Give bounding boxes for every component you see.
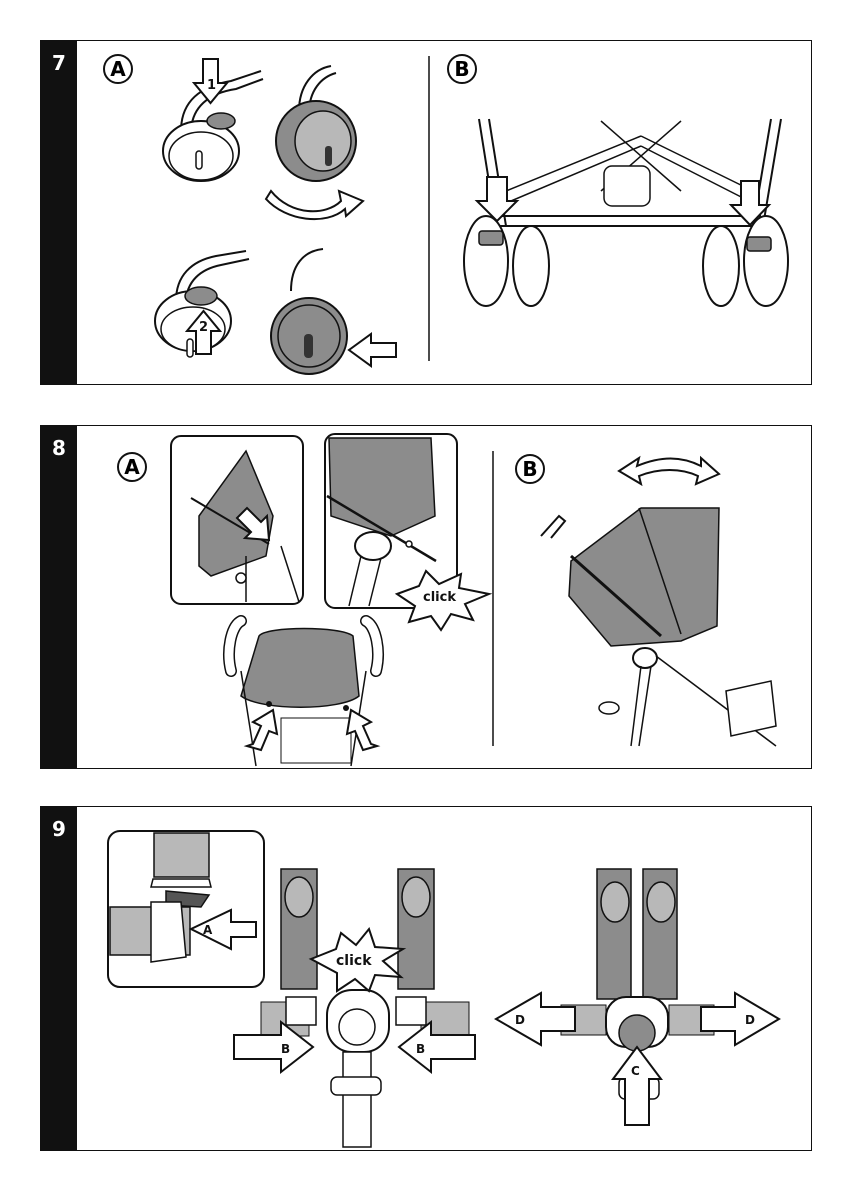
arrow-down-left-brake — [477, 177, 517, 221]
click-sound-burst-2: click — [311, 929, 403, 991]
step-8-illustration: click — [41, 426, 811, 768]
arrow-b-left-text: B — [281, 1042, 290, 1056]
arrow-b-right-text: B — [416, 1042, 425, 1056]
wheel-rotate-illustration — [266, 66, 363, 219]
arrow-c-text: C — [631, 1064, 640, 1078]
stroller-canopy-illustration — [541, 508, 776, 746]
step-8-panel: 8 A B click — [40, 425, 812, 769]
step-9-panel: 9 A — [40, 806, 812, 1151]
step-9-illustration: A click B B — [41, 807, 811, 1150]
double-arrow-adjust — [619, 458, 719, 484]
arrow-d-right: D — [701, 993, 779, 1045]
step-2-number: 2 — [199, 320, 208, 335]
arrow-d-left: D — [496, 993, 575, 1045]
arrow-down-step-1: 1 — [194, 59, 227, 103]
arrow-d-right-text: D — [745, 1013, 755, 1027]
arrow-up-left-canopy — [247, 710, 277, 750]
arrow-d-left-text: D — [515, 1013, 525, 1027]
step-7-illustration: 1 2 — [41, 41, 811, 384]
harness-buckle-illustration — [261, 869, 469, 1147]
step-1-number: 1 — [207, 78, 216, 93]
click-text: click — [423, 590, 456, 605]
step-7-panel: 7 A B 1 — [40, 40, 812, 385]
wheel-side-illustration — [271, 249, 347, 374]
arrow-left-push — [349, 334, 396, 366]
arrow-a-text: A — [203, 923, 213, 937]
click-text-2: click — [336, 953, 372, 969]
